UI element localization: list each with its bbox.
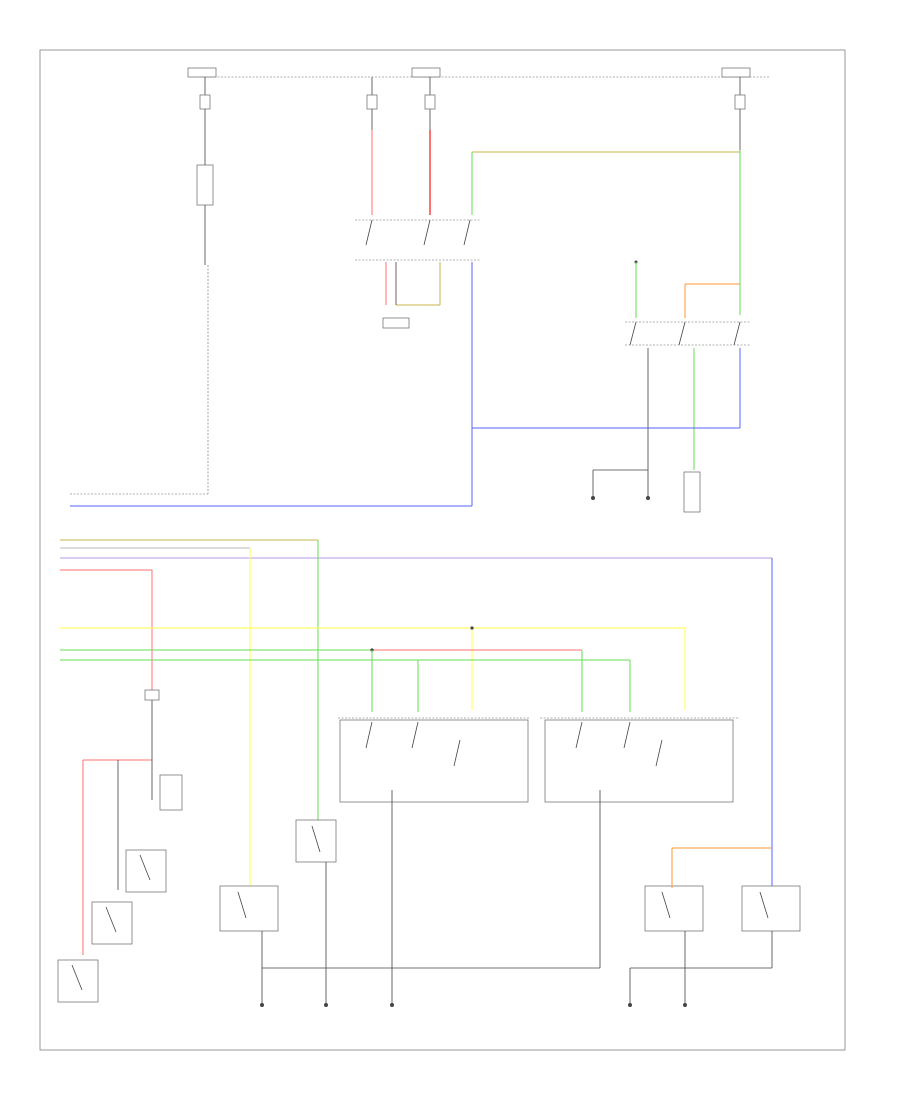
center-left-switches (219, 819, 337, 1005)
left-switch-ladder (57, 689, 183, 1003)
fuse-block-center (366, 67, 441, 130)
front-indicator-ground-branch (591, 469, 650, 500)
right-lamp-switches (629, 847, 801, 1005)
right-flasher-module (262, 717, 740, 969)
diagram-frame (39, 49, 846, 1051)
yellow-splice (470, 626, 474, 630)
bottom-grounds (260, 1003, 687, 1007)
fuse-block-right (721, 67, 751, 150)
left-flasher-module (338, 717, 530, 1005)
left-feed-circuit (70, 120, 214, 495)
fuse-block-left (187, 67, 217, 120)
turn-signal-switch (625, 260, 750, 513)
hazard-switch (355, 130, 480, 329)
